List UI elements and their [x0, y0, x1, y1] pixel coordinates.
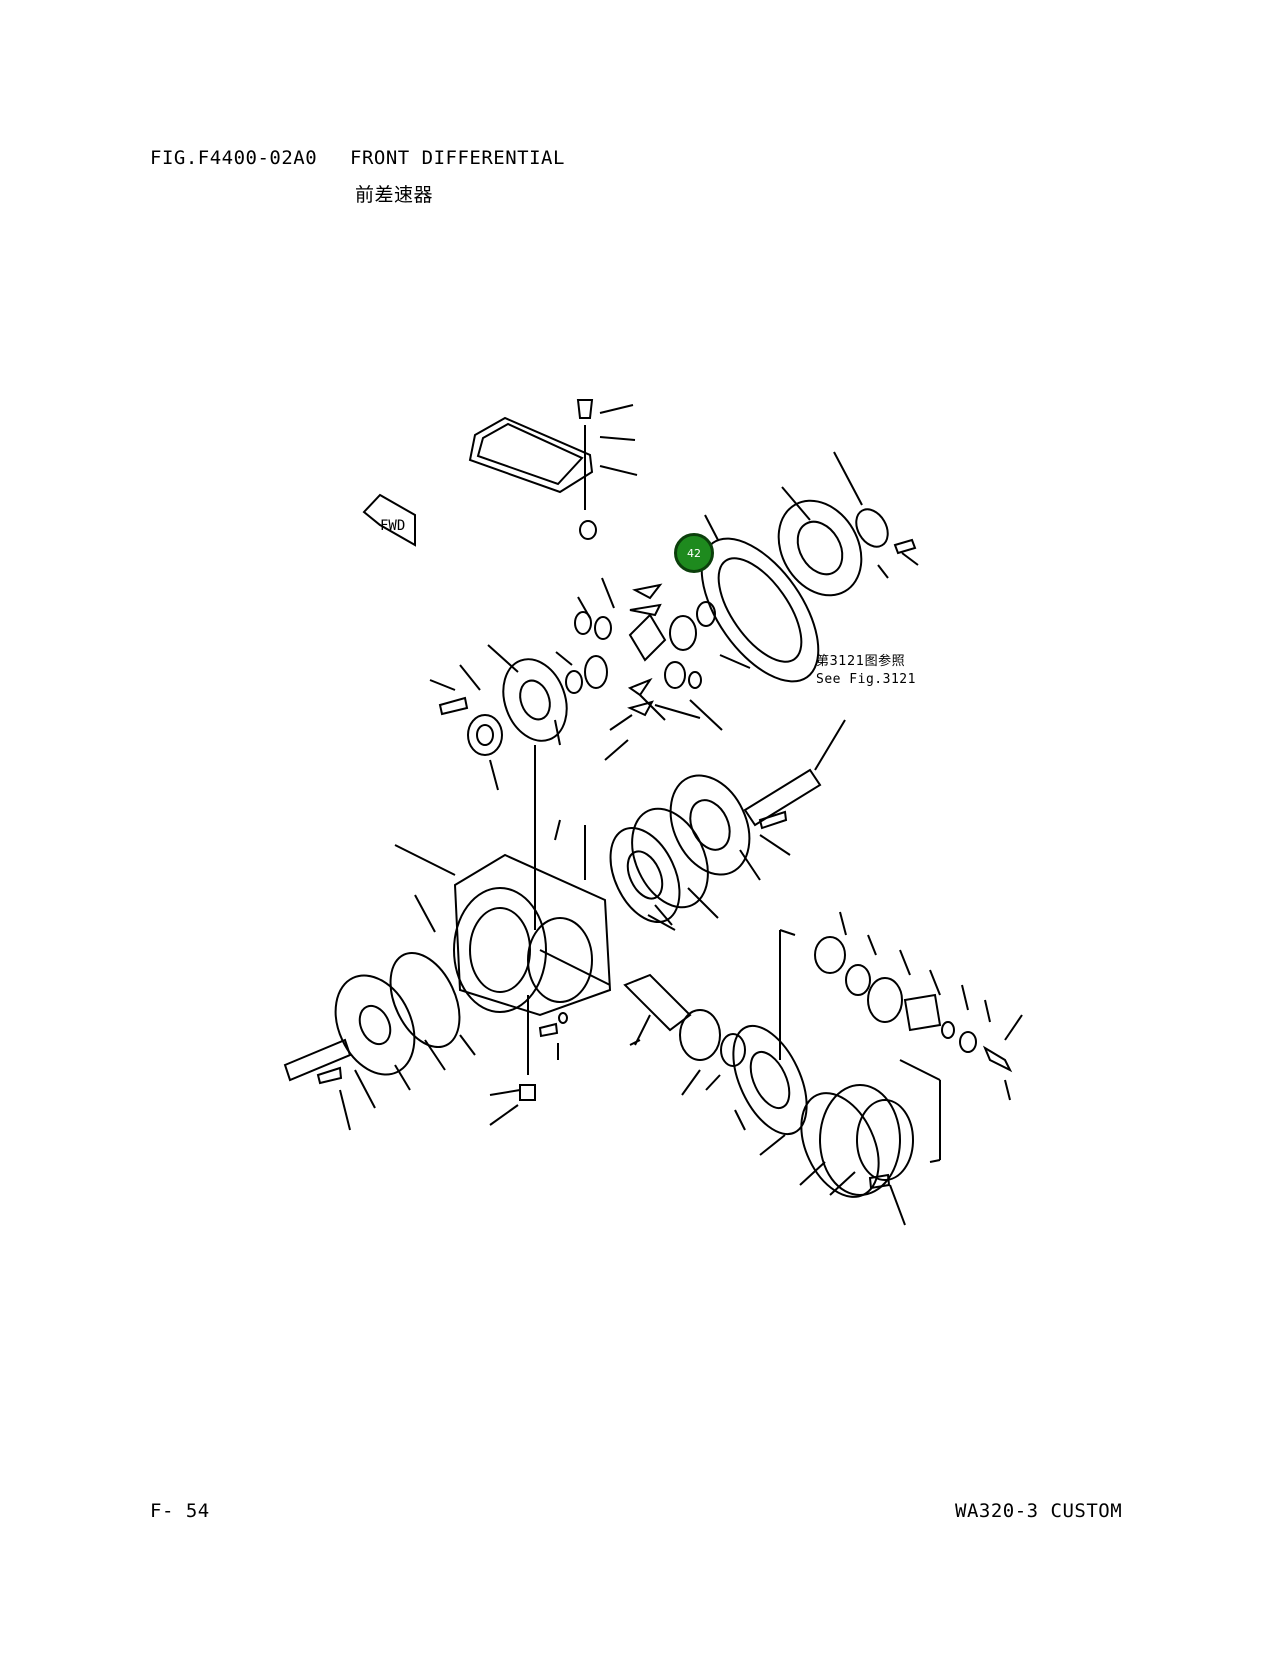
- part-callout-42[interactable]: 42: [674, 533, 714, 573]
- ring-gear: [700, 514, 820, 683]
- reference-note-cn: 第3121图参照: [816, 654, 906, 669]
- pinion-gear: [623, 973, 746, 1096]
- differential-housing: [394, 844, 612, 1017]
- pinion-shaft: [743, 719, 846, 827]
- figure-title: FRONT DIFFERENTIAL: [350, 147, 565, 169]
- svg-text:FWD: FWD: [380, 518, 405, 534]
- figure-title-cn: 前差速器: [355, 184, 434, 206]
- model-name: WA320-3 CUSTOM: [955, 1500, 1123, 1522]
- drain-plug: [489, 995, 568, 1126]
- side-cover-left: [283, 951, 476, 1131]
- cover-plate: [468, 399, 638, 540]
- forward-arrow-icon: FWD: [362, 493, 416, 547]
- bearing-carrier-right: [777, 451, 919, 597]
- yoke-assembly: [779, 911, 1023, 1163]
- reference-note-en: See Fig.3121: [816, 672, 916, 687]
- bearing-carrier-left: [429, 644, 568, 930]
- output-flange-assembly: [732, 1024, 914, 1226]
- page-number: F- 54: [150, 1500, 210, 1522]
- spider-pinion-set: [555, 577, 751, 761]
- figure-id: FIG.F4400-02A0: [150, 147, 318, 169]
- pinion-cage: [554, 774, 791, 931]
